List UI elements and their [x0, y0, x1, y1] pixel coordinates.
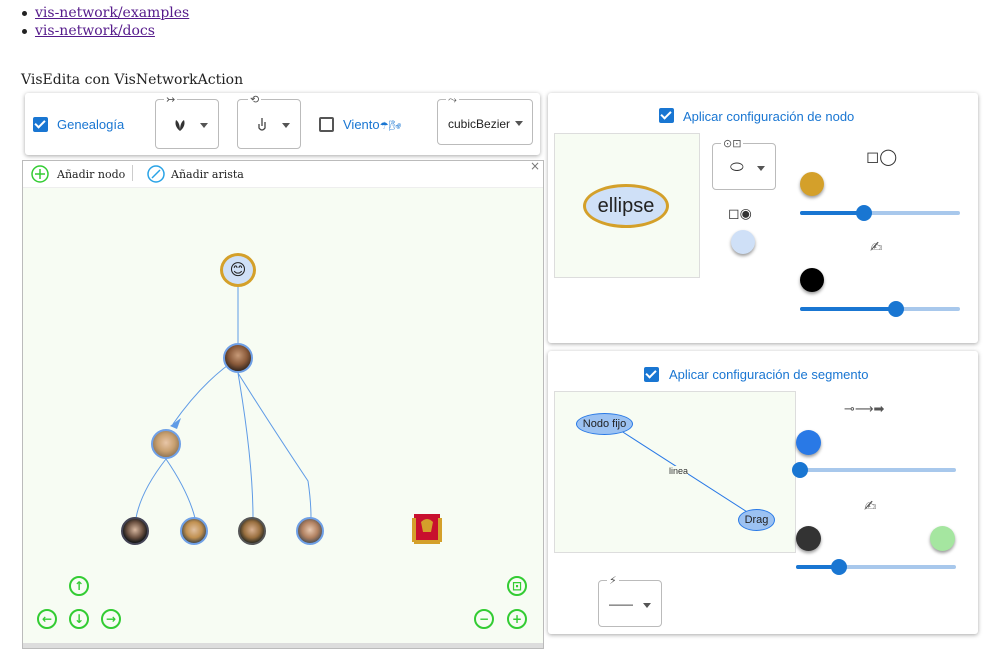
smiley-icon: 😊 — [229, 260, 247, 279]
edge-font-bg-color-swatch[interactable] — [930, 526, 955, 551]
chevron-down-icon — [282, 123, 290, 128]
nav-right-button[interactable]: → — [101, 609, 121, 629]
link-list: vis-network/examples vis-network/docs — [21, 4, 189, 40]
edge-color-swatch[interactable] — [796, 430, 821, 455]
leaf-icon — [175, 120, 185, 131]
zoom-fit-button[interactable]: ⊡ — [507, 576, 527, 596]
chevron-down-icon — [515, 121, 523, 126]
node-person-4[interactable] — [180, 517, 208, 545]
node-font-color-swatch[interactable] — [800, 268, 824, 292]
preview-ellipse-node[interactable]: ellipse — [583, 184, 669, 228]
list-item: vis-network/docs — [21, 22, 189, 40]
edge-width-slider[interactable] — [792, 462, 956, 478]
network-bottom-bar — [23, 643, 543, 648]
chevron-down-icon — [757, 166, 765, 171]
page-title: VisEdita con VisNetworkAction — [21, 72, 244, 88]
rotate-legend-icon: ⟲ — [248, 94, 262, 106]
genealogia-checkbox[interactable] — [33, 117, 48, 132]
node-config-card: Aplicar configuración de nodo ellipse ⊙⊡… — [548, 93, 978, 343]
edge-dash-select[interactable]: ⚡ —— — [598, 575, 662, 627]
fixed-node[interactable]: Nodo fijo — [576, 413, 633, 435]
network-edges — [135, 287, 312, 519]
add-circle-icon — [31, 165, 49, 183]
edge-config-card: Aplicar configuración de segmento Nodo f… — [548, 351, 978, 634]
apply-edge-config-label: Aplicar configuración de segmento — [669, 367, 869, 382]
slider-fill — [800, 211, 864, 215]
apply-node-config-label: Aplicar configuración de nodo — [683, 109, 855, 124]
chevron-down-icon — [200, 123, 208, 128]
add-edge-label: Añadir arista — [171, 168, 244, 181]
slider-thumb[interactable] — [792, 462, 808, 478]
rotate-select[interactable]: ⟲ — [237, 94, 301, 149]
node-shape-select[interactable]: ⊙⊡ ⬭ — [712, 138, 776, 190]
node-size-slider[interactable] — [800, 205, 960, 221]
manipulation-toolbar: Añadir nodo Añadir arista × — [23, 161, 543, 188]
nav-down-button[interactable]: ↓ — [69, 609, 89, 629]
edge-font-color-swatch[interactable] — [796, 526, 821, 551]
node-border-color-swatch[interactable] — [800, 172, 824, 196]
hand-icon — [258, 118, 266, 131]
font-icon: ✍ — [870, 238, 883, 256]
list-item: vis-network/examples — [21, 4, 189, 22]
apply-node-config-checkbox[interactable] — [659, 108, 674, 123]
node-person-3[interactable] — [121, 517, 149, 545]
drag-node[interactable]: Drag — [738, 509, 775, 531]
close-icon[interactable]: × — [529, 160, 540, 173]
node-person-2[interactable] — [151, 429, 181, 459]
node-preview: ellipse — [554, 133, 700, 278]
umbrella-wind-icon: ☂🌬 — [379, 121, 402, 132]
arrow-select[interactable]: ↣ — [155, 94, 219, 149]
nav-up-button[interactable]: ↑ — [69, 576, 89, 596]
chevron-down-icon — [643, 603, 651, 608]
edge-type-select[interactable]: ⤳ cubicBezier — [437, 94, 533, 145]
edge-font-slider[interactable] — [796, 559, 956, 575]
node-fill-color-swatch[interactable] — [731, 230, 755, 254]
network-canvas[interactable]: Añadir nodo Añadir arista × 😊 ↑ ← ↓ → — [22, 160, 544, 649]
apply-edge-config-checkbox[interactable] — [644, 367, 659, 382]
shape-legend-icon: ⊙⊡ — [721, 137, 744, 150]
viento-checkbox[interactable] — [319, 117, 334, 132]
node-person-5[interactable] — [238, 517, 266, 545]
docs-link[interactable]: vis-network/docs — [35, 23, 155, 39]
slider-fill — [796, 565, 839, 569]
slider-thumb[interactable] — [856, 205, 872, 221]
arrow-legend-icon: ↣ — [164, 94, 178, 106]
viento-label: Viento☂🌬 — [343, 117, 401, 132]
root-node[interactable]: 😊 — [220, 253, 256, 287]
examples-link[interactable]: vis-network/examples — [35, 5, 190, 21]
viento-text: Viento — [343, 117, 380, 132]
slider-fill — [800, 307, 896, 311]
add-node-label: Añadir nodo — [57, 168, 126, 181]
node-font-slider[interactable] — [800, 301, 960, 317]
nav-left-button[interactable]: ← — [37, 609, 57, 629]
ellipse-shape-icon: ⬭ — [730, 157, 744, 176]
edge-preview: Nodo fijo linea Drag — [554, 391, 796, 553]
arrow-type-icon: ⊸⟶➡ — [844, 402, 885, 417]
node-person-1[interactable] — [223, 343, 253, 373]
dash-value: —— — [609, 597, 633, 611]
shape-type-icon: ◻◉ — [728, 206, 752, 222]
smooth-legend-icon: ⤳ — [446, 94, 459, 106]
edge-type-value: cubicBezier — [448, 117, 511, 131]
edge-label: linea — [669, 466, 689, 476]
toolbar-card: Genealogía ↣ ⟲ Viento☂🌬 ⤳ cubicBezier — [25, 93, 540, 155]
size-shape-icon: ◻◯ — [866, 147, 898, 166]
dash-legend-icon: ⚡ — [607, 574, 619, 587]
zoom-in-button[interactable]: + — [507, 609, 527, 629]
edit-edge-icon — [147, 165, 165, 183]
node-person-6[interactable] — [296, 517, 324, 545]
toolbar-divider — [132, 165, 133, 181]
slider-thumb[interactable] — [888, 301, 904, 317]
lannister-sigil-icon[interactable] — [412, 514, 442, 548]
slider-thumb[interactable] — [831, 559, 847, 575]
font-icon: ✍ — [864, 497, 877, 515]
genealogia-label: Genealogía — [57, 117, 125, 132]
zoom-out-button[interactable]: − — [474, 609, 494, 629]
